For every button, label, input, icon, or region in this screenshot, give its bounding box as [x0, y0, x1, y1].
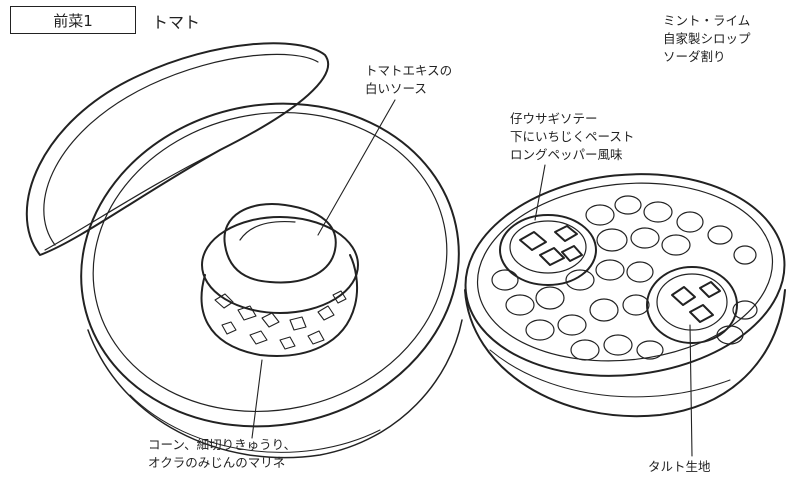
tomato-sauce-line-2: 白いソース — [365, 81, 427, 96]
drink-note: ミント・ライム 自家製シロップ ソーダ割り — [663, 12, 751, 66]
rabbit-saute-line-3: ロングペッパー風味 — [510, 147, 623, 162]
marinade-line-2: オクラのみじんのマリネ — [148, 455, 286, 470]
course-label-box: 前菜1 — [10, 6, 136, 34]
rabbit-saute-line-1: 仔ウサギソテー — [510, 111, 598, 126]
marinade-note: コーン、細切りきゅうり、 オクラのみじんのマリネ — [148, 436, 296, 472]
leader-lines — [251, 99, 693, 457]
tart-right — [646, 266, 738, 344]
tomato-sauce-note: トマトエキスの 白いソース — [365, 62, 452, 98]
dish-name: トマト — [152, 13, 201, 32]
tart-left — [499, 214, 597, 286]
tomato-sauce-line-1: トマトエキスの — [365, 63, 453, 78]
bowl-lid — [25, 42, 330, 256]
drink-line-1: ミント・ライム — [663, 13, 751, 28]
drink-line-3: ソーダ割り — [663, 49, 726, 64]
side-bowl — [464, 173, 786, 418]
tart-line-1: タルト生地 — [648, 459, 711, 474]
course-label: 前菜1 — [53, 11, 93, 30]
tomato-stack — [200, 203, 359, 357]
main-bowl — [80, 102, 463, 459]
drink-line-2: 自家製シロップ — [663, 31, 751, 46]
marinade-line-1: コーン、細切りきゅうり、 — [148, 437, 297, 452]
rabbit-saute-line-2: 下にいちじくペースト — [510, 129, 635, 144]
tart-note: タルト生地 — [648, 458, 711, 476]
marinade-texture — [214, 290, 347, 350]
bean-pebbles — [491, 195, 758, 361]
rabbit-saute-note: 仔ウサギソテー 下にいちじくペースト ロングペッパー風味 — [510, 110, 634, 164]
